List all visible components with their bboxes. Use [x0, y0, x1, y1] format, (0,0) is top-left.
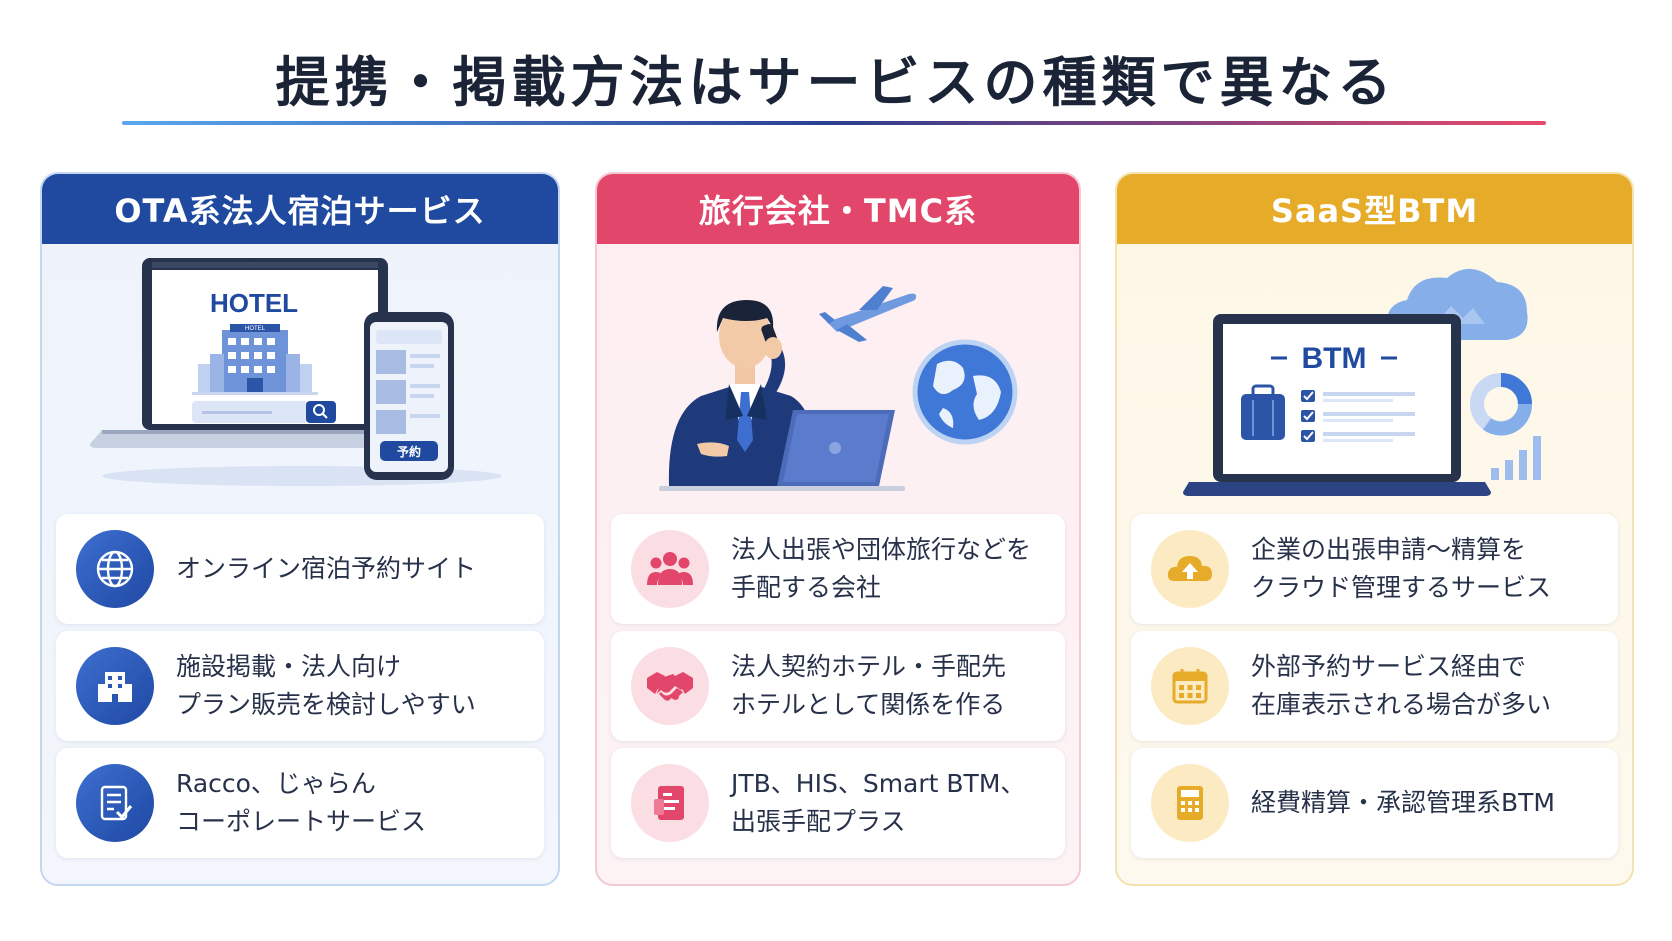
panel-ota: OTA系法人宿泊サービス HOTEL HOTEL [40, 172, 560, 886]
document-icon [631, 764, 709, 842]
row-text: 外部予約サービス経由で [1251, 652, 1527, 681]
row-text: Racco、じゃらん [176, 769, 376, 798]
checklist-document-icon [76, 764, 154, 842]
group-people-icon [631, 530, 709, 608]
page-title: 提携・掲載方法はサービスの種類で異なる [275, 51, 1397, 114]
list-item: JTB、HIS、Smart BTM、出張手配プラス [611, 748, 1065, 858]
row-text: 法人出張や団体旅行などを [731, 535, 1032, 564]
ota-illustration: HOTEL HOTEL [42, 244, 558, 514]
panel-saas-btm: SaaS型BTM BTM [1115, 172, 1634, 886]
airplane-icon [819, 286, 917, 342]
globe-icon [76, 530, 154, 608]
row-text: 在庫表示される場合が多い [1251, 690, 1552, 719]
list-item: 施設掲載・法人向けプラン販売を検討しやすい [56, 631, 544, 741]
saas-btm-illustration: BTM [1117, 244, 1632, 514]
list-item: 企業の出張申請〜精算をクラウド管理するサービス [1131, 514, 1618, 624]
row-text: JTB、HIS、Smart BTM、 [731, 769, 1026, 798]
cloud-upload-icon [1151, 530, 1229, 608]
list-item: オンライン宿泊予約サイト [56, 514, 544, 624]
list-item: 法人出張や団体旅行などを手配する会社 [611, 514, 1065, 624]
handshake-icon [631, 647, 709, 725]
ota-feature-list: オンライン宿泊予約サイト 施設掲載・法人向けプラン販売を検討しやすい Racco… [42, 514, 558, 858]
search-icon [313, 404, 328, 419]
donut-chart-icon [1470, 373, 1532, 436]
checklist-icon [1301, 390, 1415, 442]
row-text: コーポレートサービス [176, 807, 427, 836]
reserve-button-label: 予約 [397, 444, 421, 459]
row-text: オンライン宿泊予約サイト [176, 554, 477, 583]
btm-screen-title: BTM [1302, 342, 1367, 375]
row-text: ホテルとして関係を作る [731, 690, 1006, 719]
list-item: 法人契約ホテル・手配先ホテルとして関係を作る [611, 631, 1065, 741]
row-text: 出張手配プラス [731, 807, 906, 836]
row-text: 経費精算・承認管理系BTM [1251, 788, 1555, 817]
row-text: 手配する会社 [731, 573, 882, 602]
row-text: 企業の出張申請〜精算を [1251, 535, 1527, 564]
hotel-building-icon [76, 647, 154, 725]
row-text: プラン販売を検討しやすい [176, 690, 476, 719]
travel-agency-feature-list: 法人出張や団体旅行などを手配する会社 法人契約ホテル・手配先ホテルとして関係を作… [597, 514, 1079, 858]
globe-icon [912, 339, 1018, 445]
building-sign: HOTEL [245, 326, 266, 332]
suitcase-icon [1241, 384, 1285, 440]
saas-btm-feature-list: 企業の出張申請〜精算をクラウド管理するサービス 外部予約サービス経由で在庫表示さ… [1117, 514, 1632, 858]
panel-ota-title: OTA系法人宿泊サービス [42, 174, 558, 244]
title-divider [122, 121, 1546, 125]
btm-laptop-cloud-illustration: BTM [1183, 268, 1541, 496]
calculator-icon [1151, 764, 1229, 842]
bar-chart-icon [1491, 436, 1541, 480]
panel-travel-agency: 旅行会社・TMC系 [595, 172, 1081, 886]
laptop-phone-hotel-illustration: HOTEL HOTEL [90, 258, 502, 486]
panel-travel-agency-title: 旅行会社・TMC系 [597, 174, 1079, 244]
row-text: 施設掲載・法人向け [176, 652, 402, 681]
hotel-building-icon: HOTEL [192, 324, 318, 395]
businessman-phone-illustration [659, 286, 1018, 491]
list-item: Racco、じゃらんコーポレートサービス [56, 748, 544, 858]
calendar-icon [1151, 647, 1229, 725]
row-text: クラウド管理するサービス [1251, 573, 1552, 602]
panel-saas-btm-title: SaaS型BTM [1117, 174, 1632, 244]
list-item: 経費精算・承認管理系BTM [1131, 748, 1618, 858]
travel-agent-illustration [597, 244, 1079, 514]
row-text: 法人契約ホテル・手配先 [731, 652, 1007, 681]
hotel-screen-title: HOTEL [210, 288, 298, 318]
list-item: 外部予約サービス経由で在庫表示される場合が多い [1131, 631, 1618, 741]
